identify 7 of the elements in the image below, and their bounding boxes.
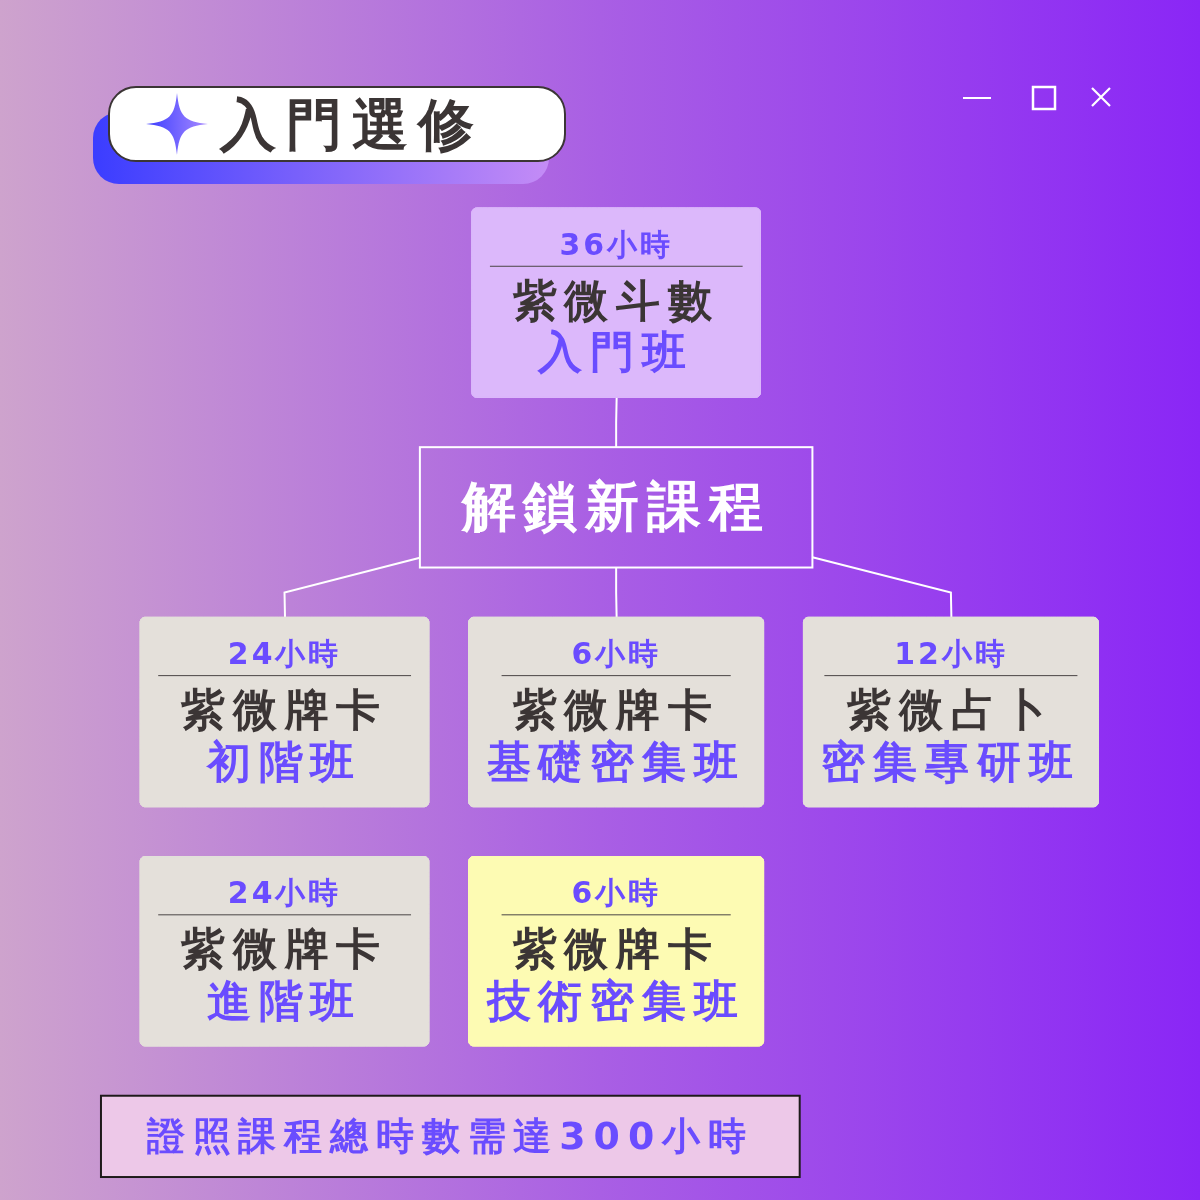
connector bbox=[615, 396, 618, 449]
connector bbox=[615, 566, 618, 619]
connector bbox=[811, 556, 953, 619]
node-box: 證照課程總時數需達300小時 bbox=[100, 1094, 802, 1178]
title: 入門選修 bbox=[220, 96, 484, 152]
node-box: 解鎖新課程 bbox=[419, 446, 814, 569]
connector bbox=[283, 556, 422, 619]
